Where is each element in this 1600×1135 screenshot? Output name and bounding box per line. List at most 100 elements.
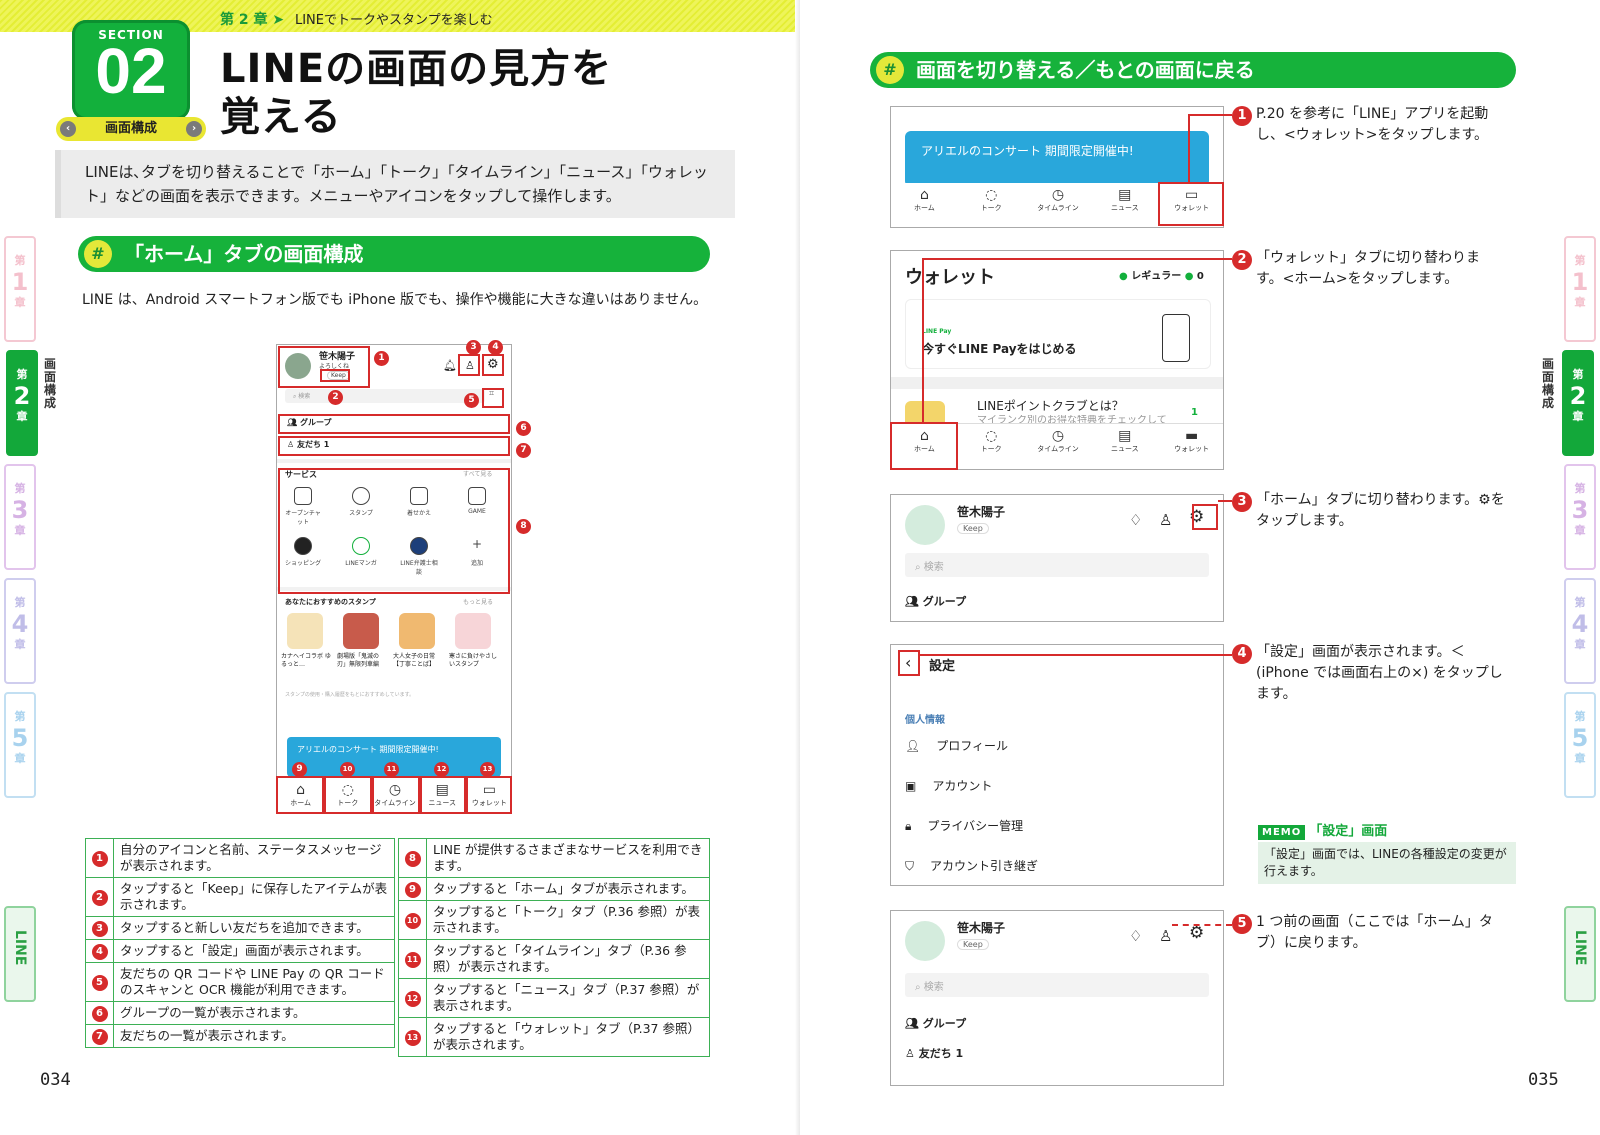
keep-button[interactable]: Keep xyxy=(957,523,989,534)
service-manga[interactable]: LINEマンガ xyxy=(341,537,381,567)
tab-talk[interactable]: ◌トーク xyxy=(958,428,1025,469)
legend-number: 6 xyxy=(91,1006,108,1022)
settings-item-label: アカウント xyxy=(932,779,993,793)
promo-banner[interactable]: アリエルのコンサート 期間限定開催中! xyxy=(905,131,1209,187)
step3-highlight xyxy=(1192,504,1218,530)
service-shopping[interactable]: ショッピング xyxy=(283,537,323,567)
tab-timeline[interactable]: ◷タイムライン xyxy=(1025,187,1092,227)
add-friend-icon[interactable]: ♙ xyxy=(465,359,475,372)
stamp-image[interactable] xyxy=(455,613,491,649)
gear-icon[interactable]: ⚙ xyxy=(487,357,499,372)
marker-7: 7 xyxy=(516,443,531,458)
gamepad-icon xyxy=(468,487,486,505)
status-message: よろしくね xyxy=(319,363,350,370)
step1-highlight xyxy=(1158,182,1224,226)
stamp-image[interactable] xyxy=(399,613,435,649)
service-theme[interactable]: 着せかえ xyxy=(399,487,439,517)
legend-text: タップすると「ウォレット」タブ（P.37 参照）が表示されます。 xyxy=(426,1017,710,1057)
linepay-card[interactable]: LINE Pay 今すぐLINE Payをはじめる xyxy=(905,299,1211,369)
tab-home[interactable]: ⌂ホーム xyxy=(277,782,324,813)
settings-item-account[interactable]: ▣アカウント xyxy=(905,777,992,794)
friends-row[interactable]: ♙ 友だち 1 xyxy=(287,440,330,449)
bell-icon[interactable]: 🔔︎ xyxy=(443,359,457,372)
tab-news[interactable]: ▤ニュース xyxy=(1091,187,1158,227)
page-title: LINEの画面の見方を 覚える xyxy=(220,45,612,141)
memo-tag: MEMO xyxy=(1258,825,1306,840)
legend-text: 自分のアイコンと名前、ステータスメッセージが表示されます。 xyxy=(113,838,395,878)
search-input[interactable]: ⌕ 検索 xyxy=(905,553,1209,577)
bell-icon[interactable]: ♢ xyxy=(1129,927,1143,945)
group-row[interactable]: 👥︎ グループ xyxy=(905,595,967,608)
service-add[interactable]: +追加 xyxy=(457,537,497,567)
divider xyxy=(277,587,511,591)
group-row[interactable]: 👥︎ グループ xyxy=(287,418,332,427)
settings-item-privacy[interactable]: 🔒︎プライバシー管理 xyxy=(905,817,1023,834)
chapter-tab-line[interactable]: LINE xyxy=(1564,906,1596,1002)
page-number-right: 035 xyxy=(1528,1070,1559,1090)
gear-icon[interactable]: ⚙ xyxy=(1189,923,1205,943)
section-number: 02 xyxy=(95,35,167,107)
service-lawyer[interactable]: LINE弁護士相談 xyxy=(399,537,439,576)
add-friend-icon[interactable]: ♙ xyxy=(1159,927,1173,945)
keep-button[interactable]: Keep xyxy=(957,939,989,950)
tab-talk[interactable]: ◌トーク xyxy=(324,782,371,813)
tab-number: 5 xyxy=(1571,724,1589,752)
news-icon: ▤ xyxy=(1118,187,1132,203)
current-section-label: 画面構成 xyxy=(44,357,57,410)
legend-number: 1 xyxy=(91,851,108,867)
settings-item-profile[interactable]: 👤︎プロフィール xyxy=(905,737,1008,754)
qr-scan-icon[interactable]: ⌗ xyxy=(489,389,495,399)
add-friend-icon[interactable]: ♙ xyxy=(1159,511,1173,529)
search-input[interactable]: ⌕ 検索 xyxy=(905,973,1209,997)
services-more-link[interactable]: すべて見る xyxy=(463,471,493,478)
tab-talk[interactable]: ◌トーク xyxy=(958,187,1025,227)
tab-wallet[interactable]: ▭ウォレット xyxy=(1158,187,1223,227)
search-input[interactable]: ⌕ 検索 xyxy=(285,389,485,403)
step4-text: 「設定」画面が表示されます。＜(iPhone では画面右上の×) をタップします… xyxy=(1256,644,1503,702)
tab-home[interactable]: ⌂ホーム xyxy=(891,187,958,227)
bell-icon[interactable]: ♢ xyxy=(1129,511,1143,529)
step-marker-1: 1 xyxy=(1232,106,1252,126)
stamps-more-link[interactable]: もっと見る xyxy=(463,599,494,606)
legend-number: 9 xyxy=(404,882,421,898)
callout-box-13 xyxy=(466,776,512,814)
wallet-icon: ▭ xyxy=(482,782,497,798)
tab-sho: 章 xyxy=(16,410,28,423)
back-chevron-icon[interactable]: ‹ xyxy=(905,653,912,672)
tab-number: 2 xyxy=(13,382,31,410)
home-icon: ⌂ xyxy=(296,782,306,798)
friends-row[interactable]: ♙ 友だち 1 xyxy=(905,1047,964,1060)
chapter-tab-line[interactable]: LINE xyxy=(4,906,36,1002)
stamp-image[interactable] xyxy=(343,613,379,649)
tab-home[interactable]: ⌂ホーム xyxy=(891,428,958,469)
step4-connector-h xyxy=(920,654,1232,656)
callout-box-3 xyxy=(458,354,480,376)
tab-wallet[interactable]: ▭ウォレット xyxy=(466,782,511,813)
callout-box-6 xyxy=(278,414,510,434)
stamp-image[interactable] xyxy=(287,613,323,649)
tab-news[interactable]: ▤ニュース xyxy=(1091,428,1158,469)
tab-wallet[interactable]: ▬ウォレット xyxy=(1158,428,1223,469)
group-row[interactable]: 👥︎ グループ xyxy=(905,1017,967,1030)
tab-label: タイムライン xyxy=(1037,445,1079,453)
tab-timeline[interactable]: ◷タイムライン xyxy=(1025,428,1092,469)
settings-item-transfer[interactable]: ⛉アカウント引き継ぎ xyxy=(905,857,1038,874)
service-game[interactable]: GAME xyxy=(457,487,497,515)
service-stamp[interactable]: スタンプ xyxy=(341,487,381,517)
rank-badge-icon: ● xyxy=(1119,271,1128,282)
service-openchat[interactable]: オープンチャット xyxy=(283,487,323,526)
tab-timeline[interactable]: ◷タイムライン xyxy=(371,782,418,813)
tab-news[interactable]: ▤ニュース xyxy=(419,782,466,813)
